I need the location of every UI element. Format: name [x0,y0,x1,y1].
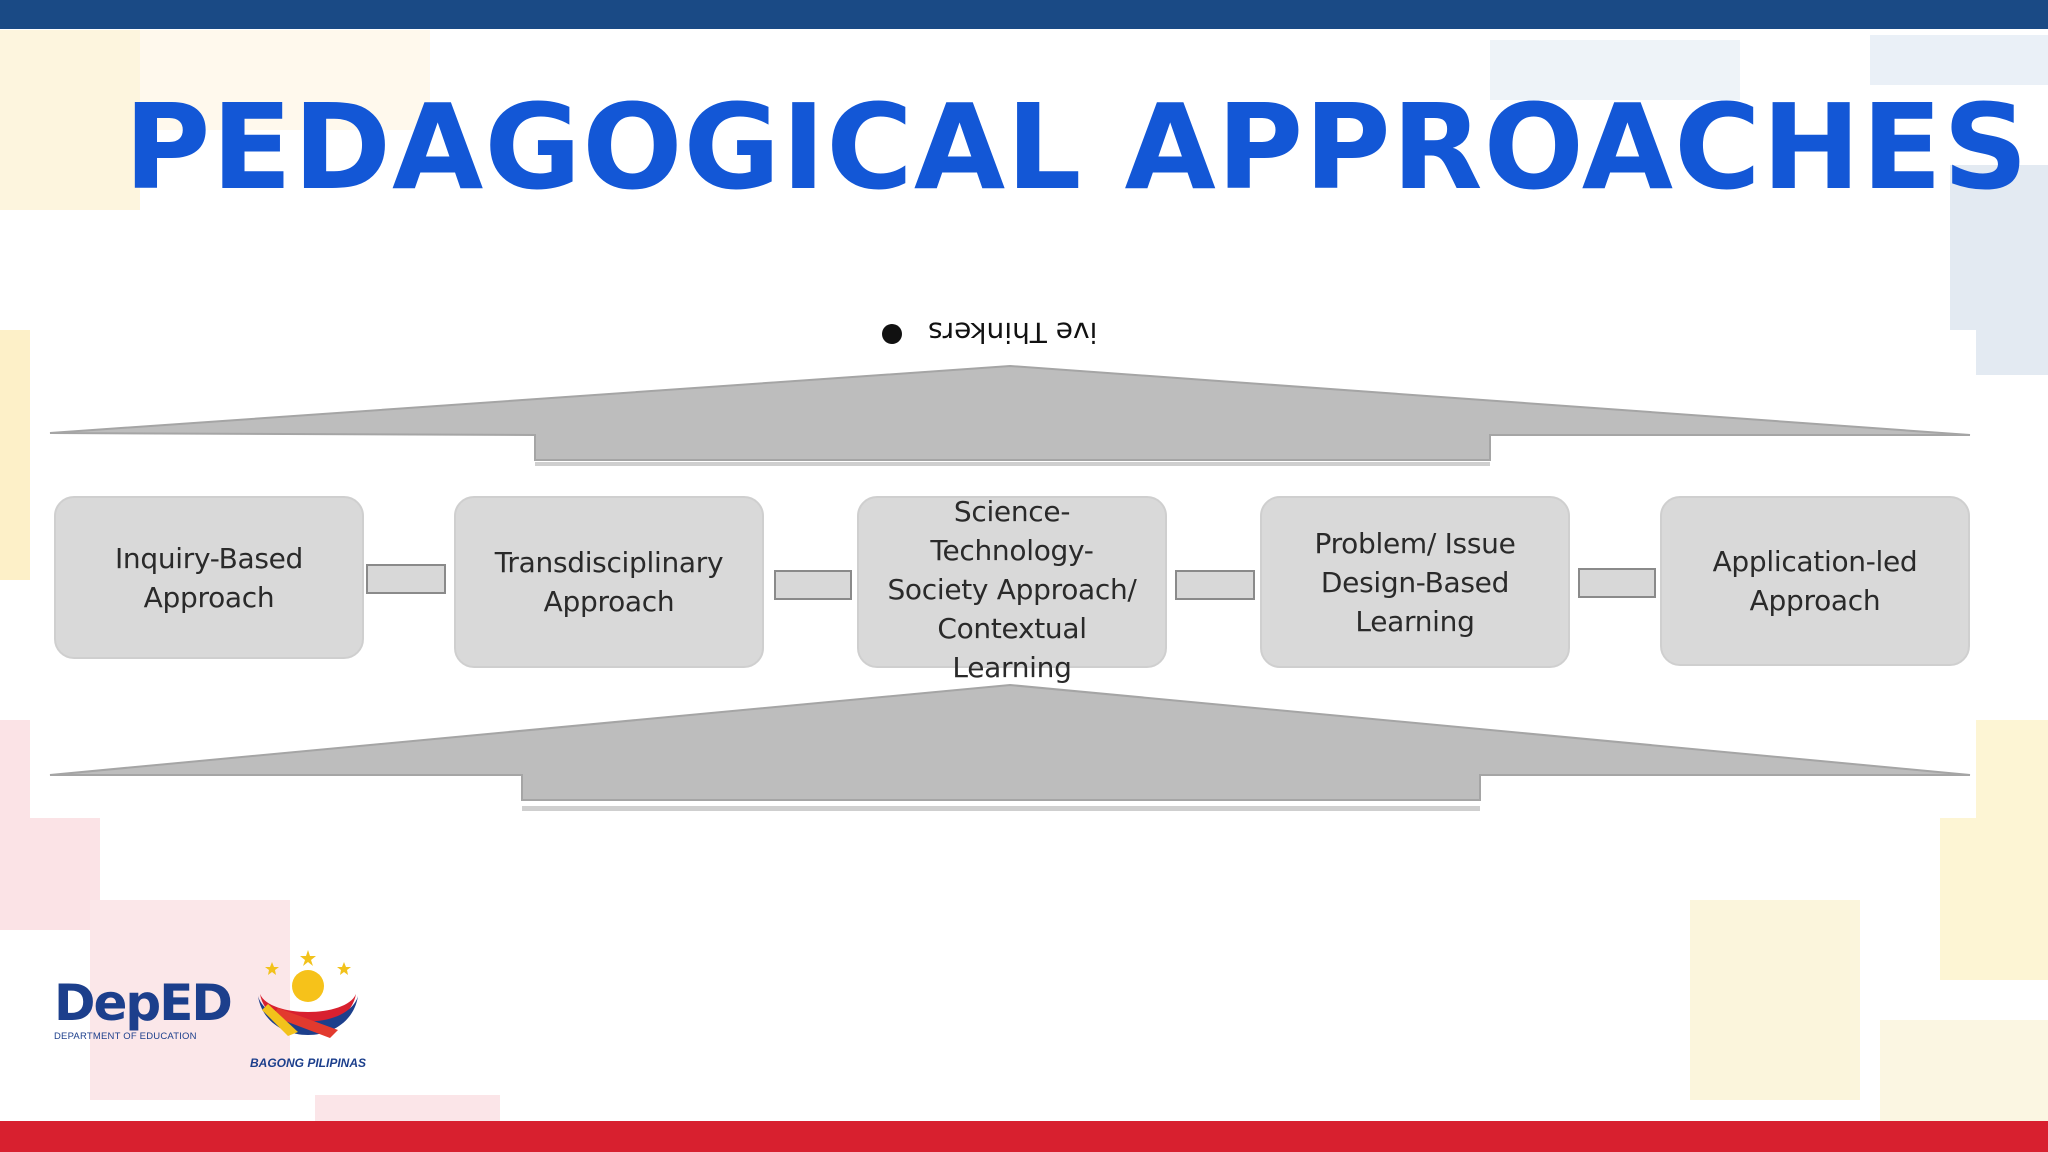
bg-square [1490,40,1740,100]
deped-logo: DepED DEPARTMENT OF EDUCATION [54,974,233,1042]
connector [366,564,446,594]
slide-title: PEDAGOGICAL APPROACHES [124,78,2030,216]
approach-label: Science- Technology- Society Approach/ C… [887,495,1137,684]
approach-label: Application-led Approach [1712,545,1918,617]
lower-arrow-base-line [522,806,1480,811]
bagong-pilipinas-emblem [258,950,358,1038]
approach-box: Application-led Approach [1660,496,1970,666]
bg-square [315,1095,500,1121]
connector [774,570,852,600]
bagong-pilipinas-caption: BAGONG PILIPINAS [249,1056,366,1070]
cropped-upside-down-text: ive Thinkers [928,316,1098,349]
bottom-accent-bar [0,1121,2048,1152]
bg-square [140,30,430,130]
connector [1578,568,1656,598]
bullet-dot [882,324,902,344]
deped-subtitle: DEPARTMENT OF EDUCATION [54,1031,197,1042]
approach-box: Transdisciplinary Approach [454,496,764,668]
approach-box: Problem/ Issue Design-Based Learning [1260,496,1570,668]
upper-arrow [49,364,1971,461]
bg-square [0,30,140,210]
approach-box: Science- Technology- Society Approach/ C… [857,495,1167,684]
approach-label: Transdisciplinary Approach [494,546,724,618]
diagram-arrows [49,364,1971,811]
connector [1175,570,1255,600]
upper-arrow-base-line [535,462,1490,466]
bg-square [1870,35,2048,85]
bg-square [0,330,30,580]
lower-arrow [49,683,1971,801]
bg-square [1690,900,1860,1100]
approach-box: Inquiry-Based Approach [54,496,364,659]
bg-square [1880,1020,2048,1121]
bg-square [90,900,290,1100]
deped-wordmark: DepED [54,974,233,1032]
approach-label: Inquiry-Based Approach [114,541,304,614]
bagong-pilipinas-logo: BAGONG PILIPINAS [238,948,378,1076]
top-accent-bar [0,0,2048,29]
approach-label: Problem/ Issue Design-Based Learning [1314,526,1516,638]
pedagogical-approaches-diagram: ive Thinkers Inquiry-Based Approach Tran… [30,316,1976,818]
